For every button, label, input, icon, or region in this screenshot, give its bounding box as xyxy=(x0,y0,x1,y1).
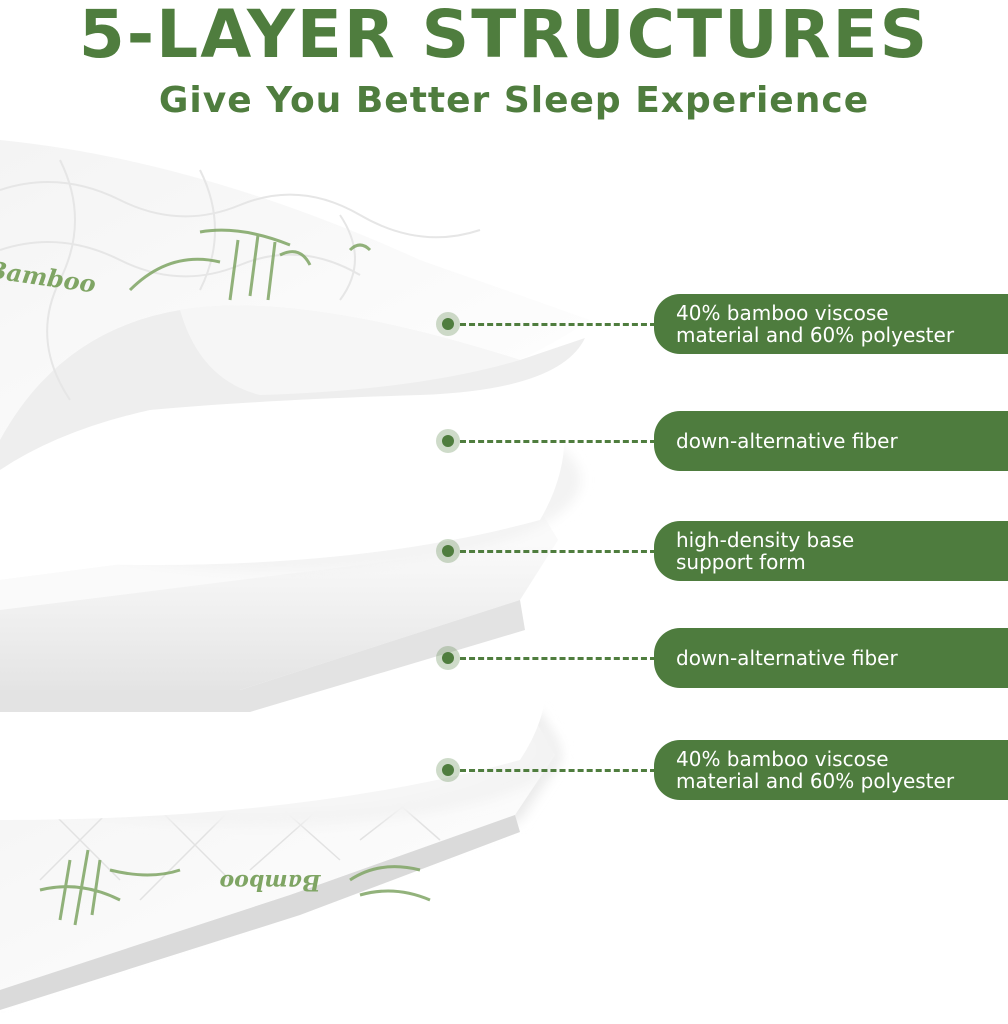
layer-callout-2: down-alternative fiber xyxy=(436,411,1008,471)
callout-dashed-line xyxy=(460,550,656,553)
upper-fiber-layer xyxy=(0,390,580,570)
layer-callout-4: down-alternative fiber xyxy=(436,628,1008,688)
bamboo-print-top xyxy=(128,228,372,301)
page-subtitle: Give You Better Sleep Experience xyxy=(158,80,870,121)
layer-callout-3: high-density base support form xyxy=(436,521,1008,581)
bamboo-print-bottom xyxy=(39,849,431,926)
layer-label-1: 40% bamboo viscose material and 60% poly… xyxy=(654,294,1008,354)
layer-label-3: high-density base support form xyxy=(654,521,1008,581)
callout-dashed-line xyxy=(460,657,656,660)
callout-dot xyxy=(436,429,460,453)
bamboo-wordmark-bottom: Bamboo xyxy=(220,869,322,895)
callout-dot xyxy=(436,758,460,782)
callout-dot xyxy=(436,646,460,670)
callout-dashed-line xyxy=(460,769,656,772)
callout-dashed-line xyxy=(460,323,656,326)
callout-dashed-line xyxy=(460,440,656,443)
layer-label-2: down-alternative fiber xyxy=(654,411,1008,471)
callout-dot xyxy=(436,312,460,336)
page-title: 5-LAYER STRUCTURES xyxy=(78,0,930,73)
layer-label-4: down-alternative fiber xyxy=(654,628,1008,688)
callout-dot xyxy=(436,539,460,563)
top-cover-layer: Bamboo xyxy=(0,140,590,470)
layer-callout-1: 40% bamboo viscose material and 60% poly… xyxy=(436,294,1008,354)
layer-callout-5: 40% bamboo viscose material and 60% poly… xyxy=(436,740,1008,800)
layer-label-5: 40% bamboo viscose material and 60% poly… xyxy=(654,740,1008,800)
